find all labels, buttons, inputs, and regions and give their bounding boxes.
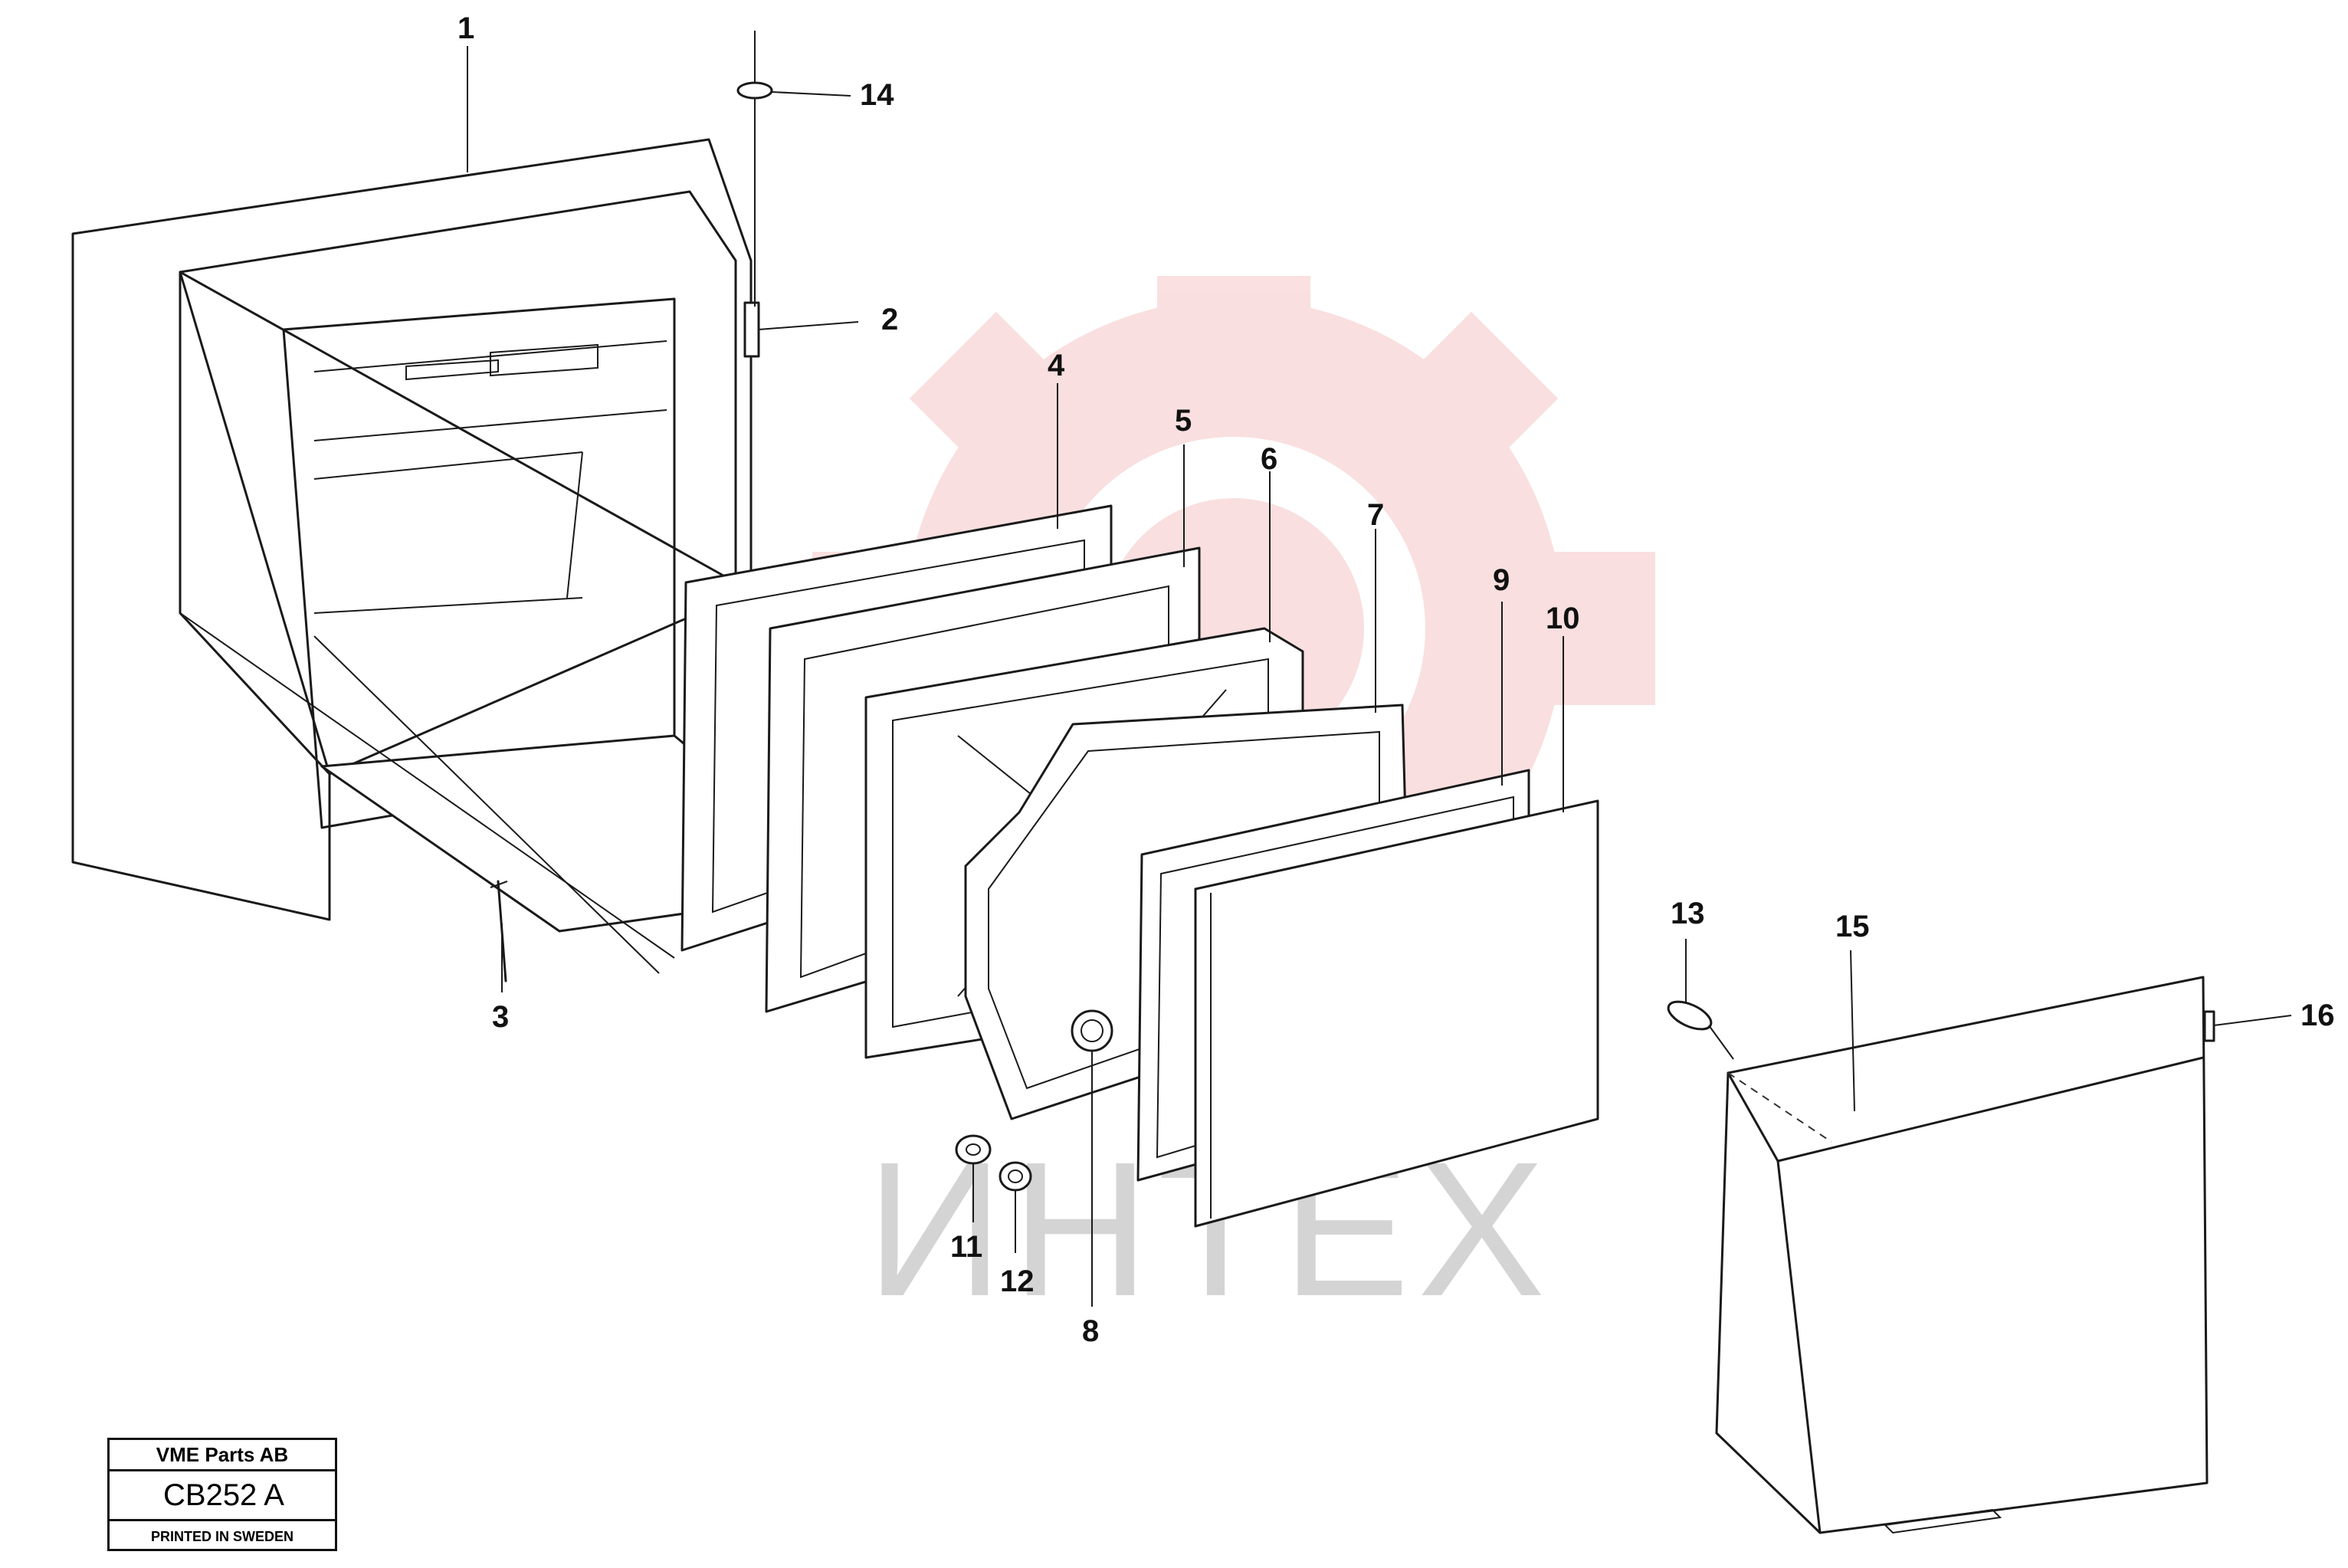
callout-14: 14 <box>860 78 894 112</box>
part-cover-panel <box>1194 799 1599 1228</box>
callout-2: 2 <box>881 303 898 336</box>
callout-7: 7 <box>1367 498 1384 532</box>
company-name: VME Parts AB <box>110 1440 335 1471</box>
part-knob <box>2203 1010 2215 1042</box>
part-bulb <box>1667 1000 1734 1060</box>
callout-15: 15 <box>1835 910 1870 943</box>
callout-13: 13 <box>1671 897 1705 930</box>
callout-10: 10 <box>1546 602 1580 635</box>
callout-labels: 1 2 3 4 5 6 7 8 9 10 11 12 13 14 15 16 <box>457 11 2335 1348</box>
callout-16: 16 <box>2300 999 2335 1032</box>
callout-8: 8 <box>1082 1314 1099 1348</box>
part-nut <box>999 1161 1032 1192</box>
callout-5: 5 <box>1175 404 1192 438</box>
print-note: PRINTED IN SWEDEN <box>150 1529 294 1544</box>
title-block: VME Parts AB CB252 A PRINTED IN SWEDEN <box>107 1438 337 1551</box>
callout-9: 9 <box>1493 563 1510 597</box>
part-cover-housing <box>1715 976 2209 1534</box>
leader-lines <box>467 46 2292 1307</box>
part-screw <box>490 880 508 982</box>
callout-1: 1 <box>457 11 474 45</box>
callout-4: 4 <box>1048 349 1065 382</box>
callout-11: 11 <box>950 1230 982 1264</box>
part-washer <box>955 1134 992 1165</box>
callout-12: 12 <box>1000 1265 1035 1298</box>
callout-3: 3 <box>492 1000 509 1034</box>
part-hinge <box>743 301 859 358</box>
callout-6: 6 <box>1261 442 1277 476</box>
drawing-code: CB252 A <box>110 1471 335 1521</box>
part-washer-top <box>736 31 851 307</box>
